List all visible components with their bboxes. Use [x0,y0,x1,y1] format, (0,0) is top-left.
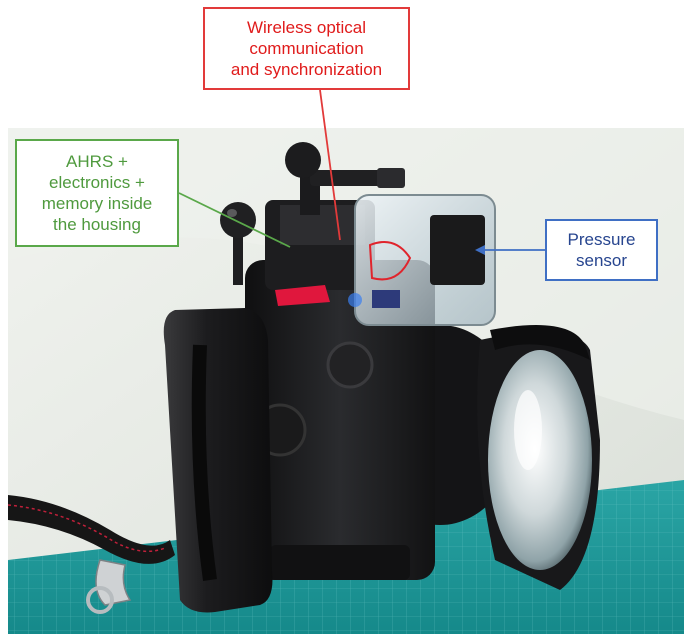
callout-ahrs-line-2: electronics + [49,173,145,192]
top-handle [285,142,405,215]
callout-ahrs-line-4: the housing [53,215,141,234]
callout-ahrs-line-1: AHRS + [66,152,128,171]
callout-pressure-line-2: sensor [575,251,628,270]
callout-wireless-line-1: Wireless optical [246,18,367,37]
leader-line-wireless [319,89,341,241]
hand-grip [163,308,273,613]
callout-pressure-line-1: Pressure [567,230,636,249]
leader-line-ahrs [178,192,291,248]
callout-ahrs-line-3: memory inside [41,194,153,213]
callout-pressure: Pressure sensor [545,219,658,281]
housing-body [245,200,435,580]
callout-wireless-line-2: communication [249,39,364,58]
ball-mount [220,202,256,285]
callout-ahrs: AHRS + electronics + memory inside the h… [15,139,179,247]
sensor-housing [348,194,496,326]
callout-wireless: Wireless optical communication and synch… [203,7,410,90]
shutter-lever [275,285,330,306]
arrowhead-pressure [475,245,485,255]
callout-wireless-line-3: and synchronization [230,60,383,79]
lanyard-strap [7,495,175,614]
